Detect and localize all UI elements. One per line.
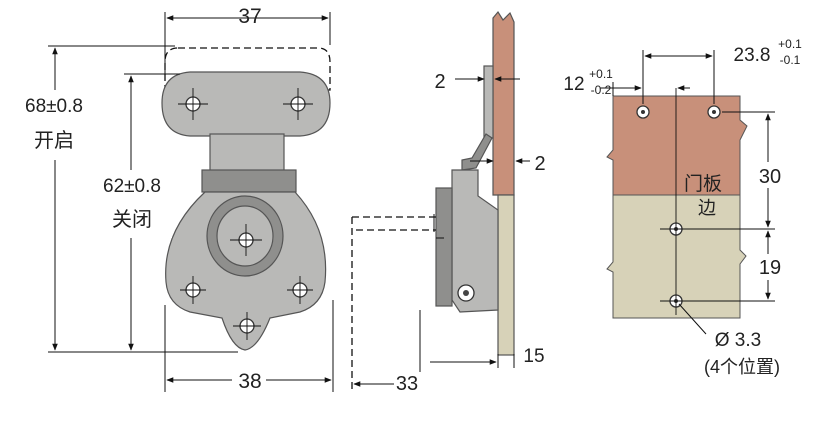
latch-hook bbox=[209, 133, 285, 175]
panel-view: 门板 边 23.8 +0.1 -0.1 12 +0.1 -0.2 30 19 Ø… bbox=[563, 37, 802, 377]
side-hook-arm bbox=[461, 133, 493, 171]
front-view: 37 68±0.8 开启 62±0.8 关闭 38 bbox=[10, 5, 334, 393]
door-edge-label: 边 bbox=[698, 198, 716, 218]
side-frame-panel bbox=[497, 194, 515, 356]
dim-vertical-bottom: 19 bbox=[759, 257, 781, 279]
hole-count: (4个位置) bbox=[704, 357, 780, 377]
dim-offset-large: 23.8 bbox=[734, 45, 771, 66]
dim-offset-large-tol-upper: +0.1 bbox=[778, 37, 802, 51]
dim-vertical-top: 30 bbox=[759, 166, 781, 188]
dim-height-closed: 62±0.8 bbox=[103, 176, 161, 197]
dim-offset-small-tol-lower: -0.2 bbox=[591, 83, 612, 97]
label-closed: 关闭 bbox=[112, 208, 152, 231]
side-open-lever-outline bbox=[351, 216, 436, 392]
dim-height-open: 68±0.8 bbox=[25, 96, 83, 117]
dim-depth: 33 bbox=[396, 373, 418, 395]
side-view: 2 2 15 33 bbox=[351, 10, 546, 395]
top-mount-plate bbox=[161, 71, 331, 137]
frame-panel bbox=[606, 194, 747, 319]
dim-width-base: 38 bbox=[238, 370, 261, 393]
side-latch-body bbox=[451, 169, 499, 313]
dim-thickness-mid: 2 bbox=[534, 153, 545, 175]
dim-bottom-offset: 15 bbox=[523, 346, 544, 367]
dim-offset-small-tol-upper: +0.1 bbox=[589, 67, 613, 81]
door-panel-label: 门板 bbox=[684, 173, 722, 195]
latch-neck bbox=[201, 169, 297, 193]
label-open: 开启 bbox=[34, 129, 74, 152]
dim-offset-small: 12 bbox=[563, 74, 584, 95]
door-panel bbox=[606, 95, 748, 196]
hole-diameter: Ø 3.3 bbox=[715, 330, 761, 351]
dim-thickness-top: 2 bbox=[434, 71, 445, 93]
dim-offset-large-tol-lower: -0.1 bbox=[780, 53, 801, 67]
side-mount-plate bbox=[483, 65, 494, 139]
open-position-outline bbox=[164, 47, 331, 91]
side-door-panel bbox=[492, 10, 515, 196]
dim-width-open: 37 bbox=[238, 5, 261, 28]
